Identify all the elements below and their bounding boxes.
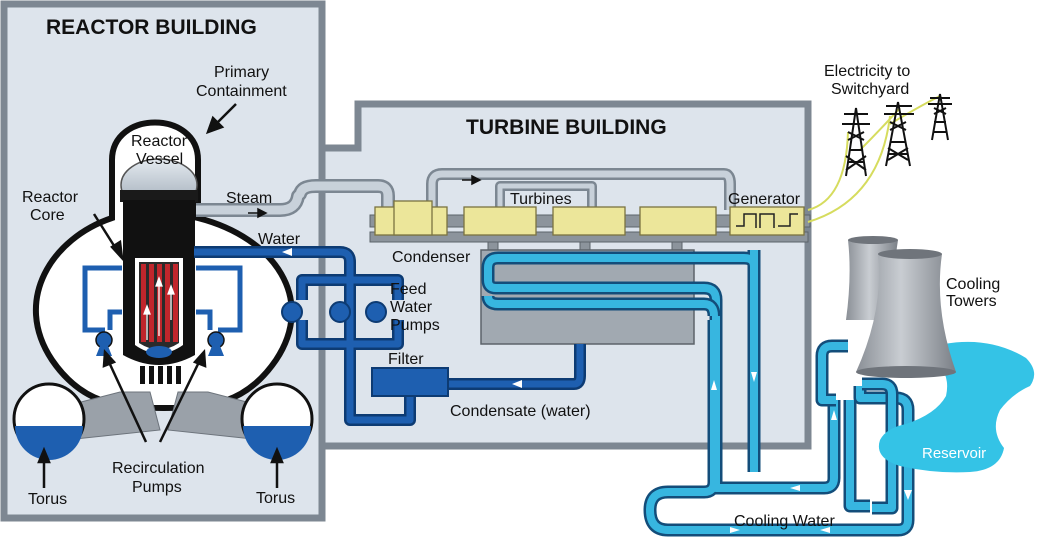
cooling-towers-label-1: Cooling (946, 276, 1000, 293)
reactor-building-title: REACTOR BUILDING (46, 16, 257, 39)
recirculation-pumps-label-1: Recirculation (112, 460, 204, 477)
condensate-label: Condensate (water) (450, 403, 591, 420)
core-water-pool (146, 346, 172, 358)
torus-left-label: Torus (28, 491, 67, 508)
steam-line (196, 168, 736, 217)
reservoir-label: Reservoir (922, 445, 986, 462)
filter-label: Filter (388, 351, 424, 368)
recirculation-loops (82, 265, 243, 333)
turbines (374, 200, 717, 236)
primary-containment-label-1: Primary (214, 64, 269, 81)
generator-unit (729, 206, 805, 236)
turbine-building-title: TURBINE BUILDING (466, 116, 667, 139)
transmission-tower-2 (884, 101, 914, 167)
electricity-label-1: Electricity to (824, 63, 910, 80)
recirculation-pumps-label-2: Pumps (132, 479, 182, 496)
steam-label: Steam (226, 190, 272, 207)
reactor-vessel-label-1: Reactor (131, 133, 188, 150)
steam-arrows (248, 174, 482, 219)
reactor-core-label-2: Core (30, 207, 65, 224)
transmission-tower-1 (842, 107, 870, 177)
core-flow-arrows (143, 276, 175, 340)
filter (371, 367, 449, 397)
cooling-tower-front (856, 249, 956, 378)
reactor-vessel-label-2: Vessel (136, 151, 183, 168)
feed-water-pumps-label-1: Feed (390, 281, 426, 298)
torus-left-tank (12, 382, 86, 460)
reactor-core-label-1: Reactor (22, 189, 79, 206)
water-label: Water (258, 231, 301, 248)
condenser (480, 249, 695, 345)
primary-containment-label-2: Containment (196, 83, 287, 100)
control-rods (140, 366, 181, 384)
cooling-water-loop (481, 250, 915, 537)
cooling-towers-label-2: Towers (946, 293, 997, 310)
reservoir (878, 341, 1035, 473)
electricity-label-2: Switchyard (831, 81, 909, 98)
turbines-label: Turbines (510, 191, 572, 208)
torus-right-label: Torus (256, 490, 295, 507)
power-lines (807, 95, 941, 223)
feedwater-arrows (282, 248, 522, 388)
cooling-water-label: Cooling Water (734, 513, 835, 530)
feed-water-pumps (281, 301, 387, 323)
feed-water-pumps-label-2: Water (390, 299, 433, 316)
label-arrows (37, 103, 284, 488)
transmission-tower-3 (928, 93, 952, 141)
generator-label: Generator (728, 191, 801, 208)
feedwater-line (194, 246, 586, 426)
feed-water-pumps-label-3: Pumps (390, 317, 440, 334)
condenser-label: Condenser (392, 249, 471, 266)
cooling-water-arrows (711, 372, 912, 533)
